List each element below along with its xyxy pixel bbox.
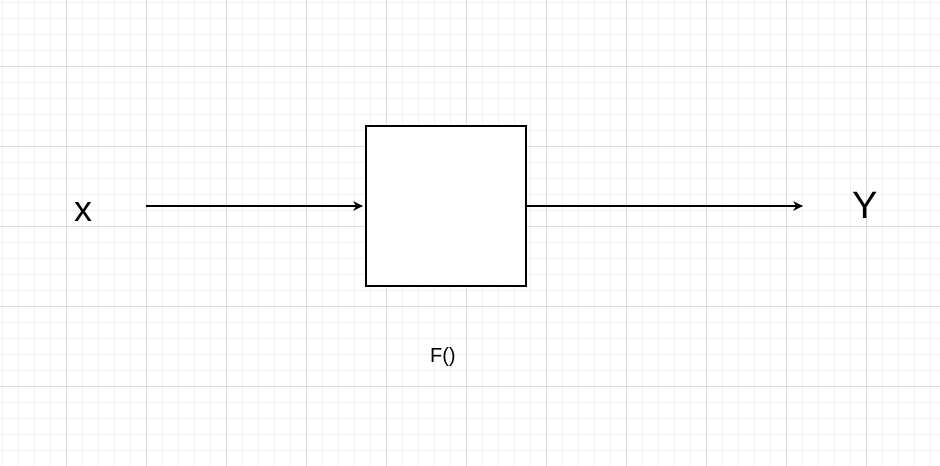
function-label[interactable]: F() <box>430 345 456 367</box>
output-label[interactable]: Y <box>852 185 878 227</box>
function-box[interactable] <box>365 125 527 287</box>
input-label[interactable]: x <box>74 188 92 229</box>
